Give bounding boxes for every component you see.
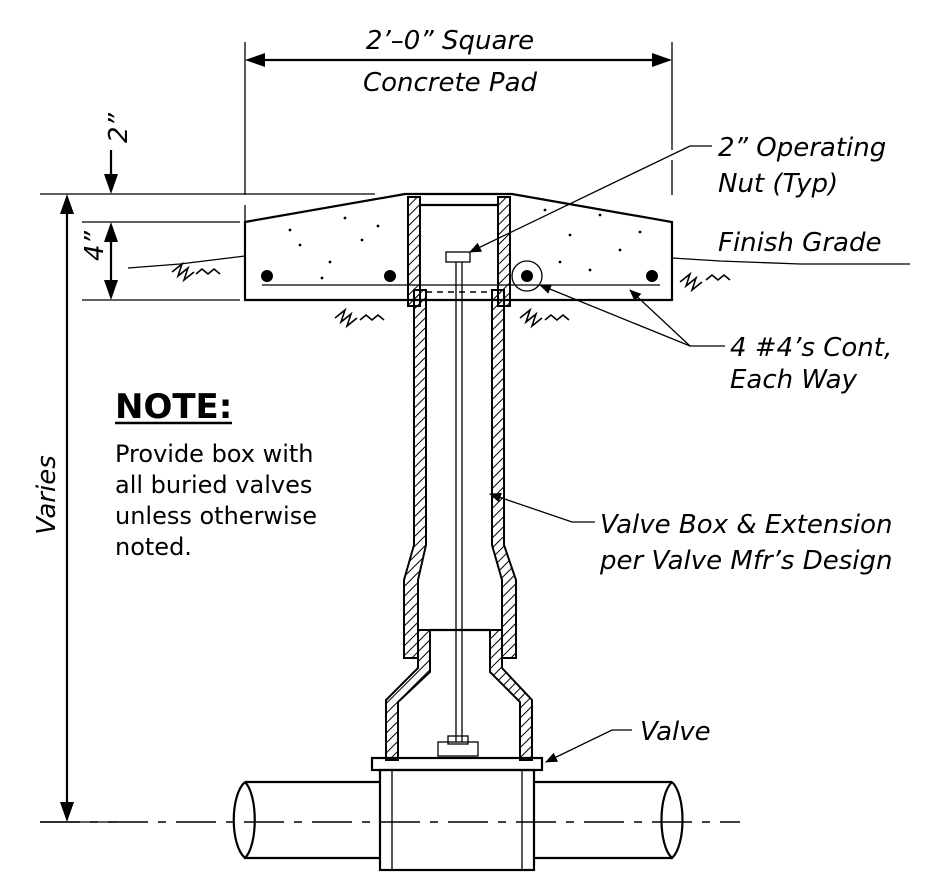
depth-label: Varies [32,455,62,535]
operating-nut-label-line1: 2” Operating [718,133,886,163]
pad-name-label: Concrete Pad [363,68,538,98]
note-title: NOTE: [115,387,232,427]
valve-body [370,756,544,872]
note-line-4: noted. [115,533,192,561]
pad-width-dimension [244,42,673,222]
note-line-3: unless otherwise [115,502,317,530]
note-line-1: Provide box with [115,440,314,468]
rebar-label-line1: 4 #4’s Cont, [730,333,892,363]
valve-box-label-line1: Valve Box & Extension [600,510,893,540]
valve-box-label-line2: per Valve Mfr’s Design [599,546,893,576]
thickness-dimension-label: 4” [80,230,110,261]
operating-stem [437,251,479,757]
valve-box [385,196,533,761]
top-dimension-label: 2” [104,112,134,143]
note-line-2: all buried valves [115,471,312,499]
rebar-label-line2: Each Way [730,365,858,395]
soil-symbols [171,261,731,329]
leaders [469,145,725,763]
concrete-pad [243,192,674,302]
operating-nut-label-line2: Nut (Typ) [718,169,838,199]
valve-label: Valve [640,717,711,747]
pad-size-label: 2’–0” Square [366,26,534,56]
water-pipe [40,780,740,860]
finish-grade [127,255,910,269]
finish-grade-label: Finish Grade [718,228,881,258]
